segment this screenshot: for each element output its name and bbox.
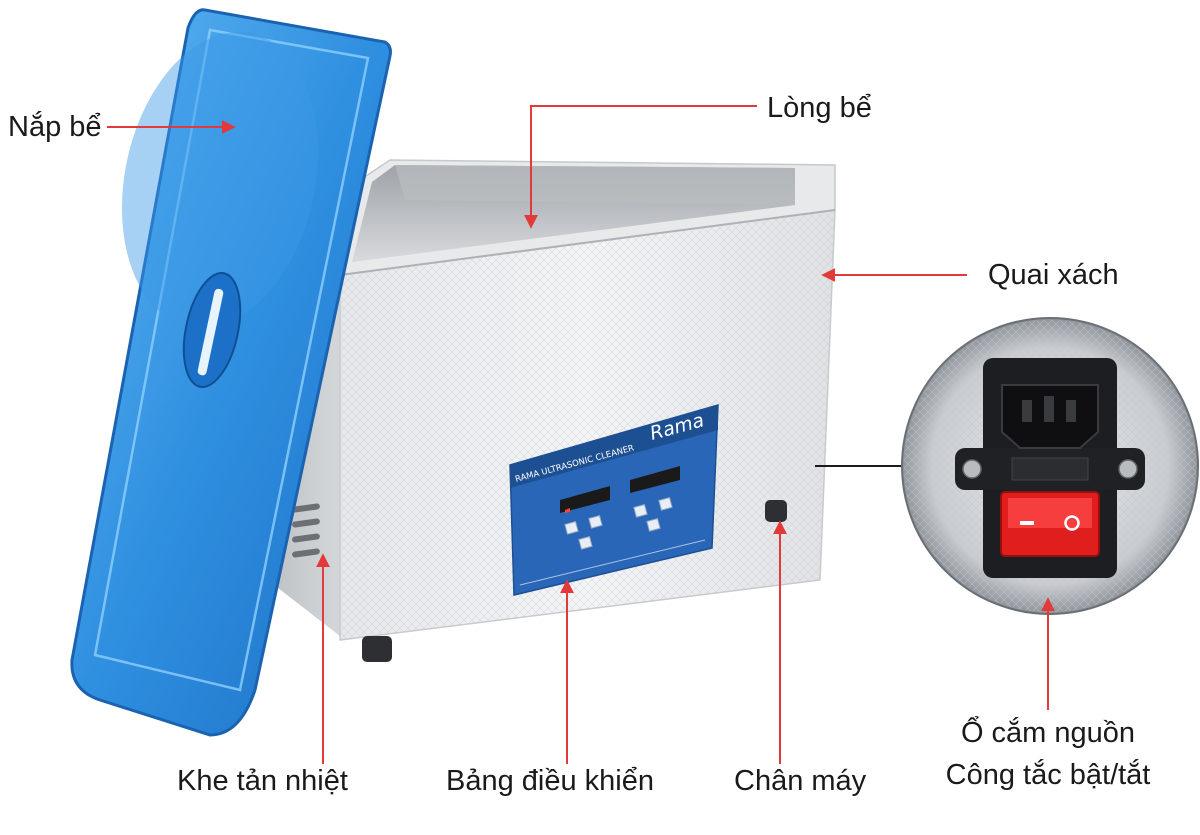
- label-vents: Khe tản nhiệt: [177, 765, 348, 797]
- panel-button[interactable]: [588, 515, 603, 529]
- control-panel: RAMA ULTRASONIC CLEANER Rama: [509, 403, 719, 596]
- arrow-tank: [524, 105, 757, 229]
- heat-vents: [292, 503, 320, 558]
- tank-lid: [70, 8, 392, 737]
- label-power-switch: Công tắc bật/tắt: [945, 759, 1151, 791]
- label-feet: Chân máy: [734, 765, 867, 797]
- label-power-socket: Ổ cắm nguồn: [960, 717, 1136, 749]
- label-tank: Lòng bể: [767, 92, 872, 124]
- panel-displays: [560, 466, 680, 513]
- panel-button[interactable]: [633, 504, 648, 518]
- panel-button[interactable]: [658, 497, 673, 511]
- label-handle: Quai xách: [988, 259, 1119, 291]
- panel-button[interactable]: [578, 536, 593, 550]
- panel-button[interactable]: [646, 518, 661, 532]
- power-socket-inset: [815, 317, 1199, 615]
- tank-interior: [352, 165, 795, 262]
- label-lid: Nắp bể: [8, 111, 102, 143]
- panel-button[interactable]: [564, 521, 579, 535]
- label-control-panel: Bảng điều khiển: [446, 765, 654, 797]
- lid-handle[interactable]: [197, 288, 224, 376]
- machine-feet: [362, 500, 787, 662]
- callout-arrows: [107, 105, 1055, 764]
- panel-buttons: [564, 497, 673, 550]
